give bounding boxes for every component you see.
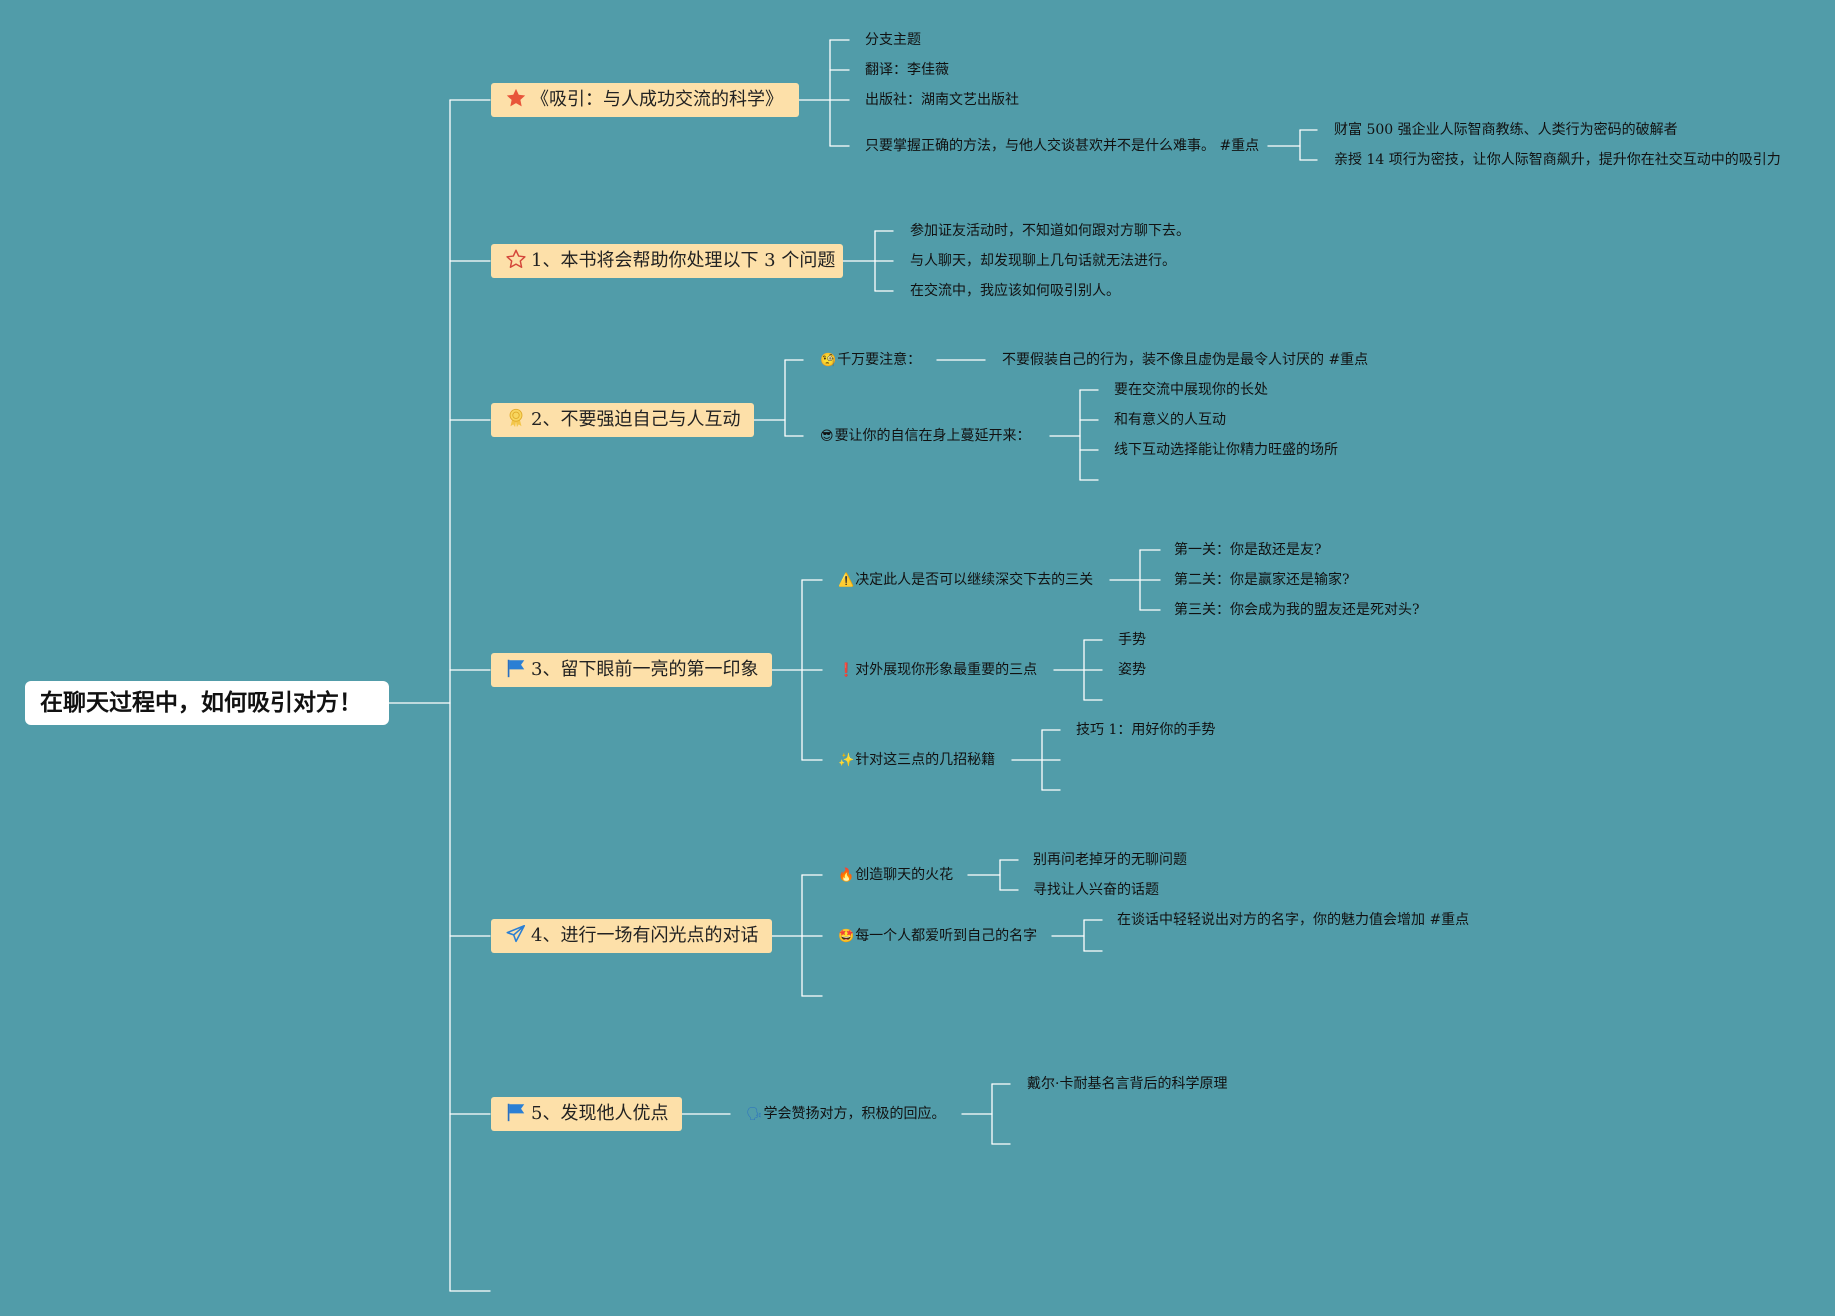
subtopic-label: 针对这三点的几招秘籍 <box>855 752 996 768</box>
star-outline-icon <box>506 249 526 268</box>
branch-label: 1、本书将会帮助你处理以下 3 个问题 <box>531 250 836 271</box>
subtopic[interactable]: 亲授 14 项行为密技，让你人际智商飙升，提升你在社交互动中的吸引力 <box>1334 152 1781 168</box>
subtopic[interactable]: 别再问老掉牙的无聊问题 <box>1033 852 1187 868</box>
subtopic[interactable]: 分支主题 <box>865 32 921 48</box>
subtopic[interactable]: 只要掌握正确的方法，与他人交谈甚欢并不是什么难事。 #重点 <box>865 138 1260 154</box>
subtopic[interactable]: 在交流中，我应该如何吸引别人。 <box>910 283 1120 299</box>
subtopic-spark[interactable]: 🔥创造聊天的火花 <box>838 866 953 885</box>
flag-icon <box>507 1103 525 1122</box>
subtopic-label: 学会赞扬对方，积极的回应。 <box>763 1106 946 1122</box>
subtopic-caution[interactable]: 🧐千万要注意： <box>820 351 921 370</box>
branch-label: 《吸引：与人成功交流的科学》 <box>531 89 783 110</box>
warning-icon: ⚠️ <box>838 573 855 588</box>
subtopic-confidence[interactable]: 😎要让你的自信在身上蔓延开来： <box>820 427 1031 446</box>
branch-topic-conversation[interactable]: 4、进行一场有闪光点的对话 <box>491 919 772 953</box>
branch-topic-first-impression[interactable]: 3、留下眼前一亮的第一印象 <box>491 653 772 687</box>
subtopic[interactable]: 线下互动选择能让你精力旺盛的场所 <box>1114 442 1338 458</box>
award-ribbon-icon <box>509 408 523 428</box>
flag-icon <box>507 659 525 678</box>
sunglasses-face-icon: 😎 <box>820 429 834 444</box>
subtopic-tips[interactable]: ✨针对这三点的几招秘籍 <box>838 751 995 770</box>
subtopic-label: 对外展现你形象最重要的三点 <box>855 662 1038 678</box>
paper-plane-icon <box>506 924 526 943</box>
subtopic[interactable]: 参加证友活动时，不知道如何跟对方聊下去。 <box>910 223 1190 239</box>
subtopic[interactable]: 要在交流中展现你的长处 <box>1114 382 1268 398</box>
subtopic[interactable]: 第一关：你是敌还是友? <box>1174 542 1322 558</box>
subtopic-label: 要让你的自信在身上蔓延开来： <box>834 428 1031 444</box>
subtopic-three-gates[interactable]: ⚠️决定此人是否可以继续深交下去的三关 <box>838 571 1093 590</box>
subtopic[interactable]: 第二关：你是赢家还是输家? <box>1174 572 1350 588</box>
branch-topic-no-forcing[interactable]: 2、不要强迫自己与人互动 <box>491 403 754 437</box>
subtopic[interactable]: 在谈话中轻轻说出对方的名字，你的魅力值会增加 #重点 <box>1117 912 1470 928</box>
branch-label: 3、留下眼前一亮的第一印象 <box>531 659 759 680</box>
subtopic[interactable]: 和有意义的人互动 <box>1114 412 1226 428</box>
subtopic-label: 千万要注意： <box>837 352 922 368</box>
subtopic[interactable]: 技巧 1：用好你的手势 <box>1076 722 1216 738</box>
subtopic-label: 决定此人是否可以继续深交下去的三关 <box>855 572 1094 588</box>
subtopic-three-points[interactable]: ❗对外展现你形象最重要的三点 <box>838 661 1037 680</box>
subtopic[interactable]: 与人聊天，却发现聊上几句话就无法进行。 <box>910 253 1176 269</box>
star-filled-icon <box>506 88 526 107</box>
subtopic-label: 创造聊天的火花 <box>855 867 954 883</box>
subtopic[interactable]: 出版社：湖南文艺出版社 <box>865 92 1019 108</box>
subtopic-praise[interactable]: 🗣学会赞扬对方，积极的回应。 <box>746 1105 946 1124</box>
subtopic[interactable]: 第三关：你会成为我的盟友还是死对头? <box>1174 602 1420 618</box>
sparkles-icon: ✨ <box>838 753 855 768</box>
subtopic[interactable]: 手势 <box>1118 632 1146 648</box>
branch-label: 2、不要强迫自己与人互动 <box>531 409 741 430</box>
subtopic[interactable]: 财富 500 强企业人际智商教练、人类行为密码的破解者 <box>1334 122 1678 138</box>
speaking-head-icon: 🗣 <box>746 1107 763 1122</box>
fire-icon: 🔥 <box>838 868 855 883</box>
subtopic[interactable]: 戴尔·卡耐基名言背后的科学原理 <box>1027 1076 1228 1092</box>
subtopic[interactable]: 姿势 <box>1118 662 1146 678</box>
branch-topic-book[interactable]: 《吸引：与人成功交流的科学》 <box>491 83 799 117</box>
exclamation-icon: ❗ <box>838 663 855 678</box>
subtopic-label: 每一个人都爱听到自己的名字 <box>855 928 1038 944</box>
star-struck-face-icon: 🤩 <box>838 929 855 944</box>
branch-label: 5、发现他人优点 <box>531 1103 669 1124</box>
branch-topic-find-strengths[interactable]: 5、发现他人优点 <box>491 1097 682 1131</box>
root-topic[interactable]: 在聊天过程中，如何吸引对方！ <box>25 681 389 725</box>
branch-label: 4、进行一场有闪光点的对话 <box>531 925 759 946</box>
subtopic[interactable]: 翻译：李佳薇 <box>865 62 949 78</box>
subtopic[interactable]: 不要假装自己的行为，装不像且虚伪是最令人讨厌的 #重点 <box>1002 352 1369 368</box>
subtopic[interactable]: 寻找让人兴奋的话题 <box>1033 882 1159 898</box>
branch-topic-three-problems[interactable]: 1、本书将会帮助你处理以下 3 个问题 <box>491 244 843 278</box>
monocle-face-icon: 🧐 <box>820 353 837 368</box>
subtopic-names[interactable]: 🤩每一个人都爱听到自己的名字 <box>838 927 1037 946</box>
